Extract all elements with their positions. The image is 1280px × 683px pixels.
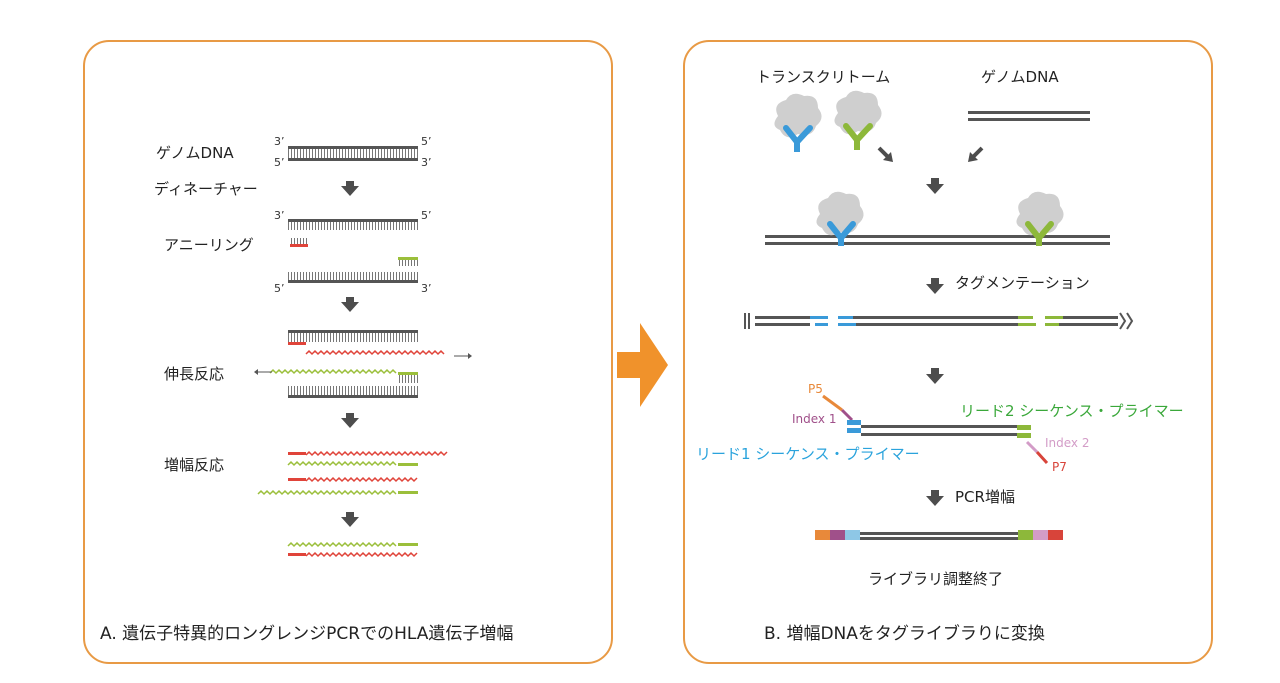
tagmented-fragments <box>744 312 1134 330</box>
adapter-construct <box>822 394 1049 465</box>
end-label: 5’ <box>274 282 285 295</box>
end-label: 3’ <box>274 209 285 222</box>
step-anneal: アニーリング <box>164 236 254 254</box>
library-done-label: ライブラリ調整終了 <box>868 570 1004 588</box>
down-arrow-icon <box>968 146 984 162</box>
genomic-dna-duplex <box>288 146 418 161</box>
read2-primer-label: リード2 シーケンス・プライマー <box>960 402 1184 420</box>
dna-with-transposomes <box>765 191 1110 246</box>
end-label: 3’ <box>421 282 432 295</box>
read1-primer-label: リード1 シーケンス・プライマー <box>696 445 920 463</box>
panel-a-caption: A. 遺伝子特異的ロングレンジPCRでのHLA遺伝子増幅 <box>100 624 514 644</box>
genomic-dna-label: ゲノムDNA <box>981 68 1059 86</box>
end-label: 5’ <box>421 209 432 222</box>
big-orange-arrow <box>617 323 668 407</box>
transcriptome-label: トランスクリトーム <box>756 68 891 86</box>
amplification-products <box>257 450 448 496</box>
panel-b-caption: B. 増幅DNAをタグライブラりに変換 <box>764 624 1045 644</box>
second-strand <box>288 272 418 283</box>
tagmentation-label: タグメンテーション <box>955 274 1090 292</box>
green-primer <box>398 257 418 266</box>
down-arrow-icon <box>877 146 893 162</box>
final-library <box>815 530 1063 540</box>
red-primer <box>290 238 308 247</box>
extension-stage <box>254 330 472 398</box>
down-arrow-icon <box>926 490 944 506</box>
end-label: 3’ <box>421 156 432 169</box>
enzyme-icon <box>834 90 882 150</box>
down-arrow-icon <box>341 413 359 428</box>
down-arrow-icon <box>341 297 359 312</box>
step-amplification: 増幅反応 <box>164 456 225 474</box>
index2-label: Index 2 <box>1045 436 1090 450</box>
pcr-label: PCR増幅 <box>955 488 1015 506</box>
step-extension: 伸長反応 <box>164 365 225 383</box>
genomic-dna-b <box>968 111 1090 121</box>
p7-label: P7 <box>1052 460 1067 474</box>
down-arrow-icon <box>926 368 944 384</box>
index1-label: Index 1 <box>792 412 837 426</box>
final-product <box>287 541 418 558</box>
end-label: 5’ <box>274 156 285 169</box>
p5-label: P5 <box>808 382 823 396</box>
down-arrow-icon <box>341 512 359 527</box>
down-arrow-icon <box>926 278 944 294</box>
end-label: 3’ <box>274 135 285 148</box>
end-label: 5’ <box>421 135 432 148</box>
panel-a <box>83 40 613 664</box>
enzyme-icon <box>774 93 822 152</box>
step-denature: ディネーチャー <box>154 180 258 198</box>
step-genomic-dna: ゲノムDNA <box>156 144 234 162</box>
down-arrow-icon <box>341 181 359 196</box>
down-arrow-icon <box>926 178 944 194</box>
panel-b <box>683 40 1213 664</box>
denatured-strand <box>288 219 418 230</box>
